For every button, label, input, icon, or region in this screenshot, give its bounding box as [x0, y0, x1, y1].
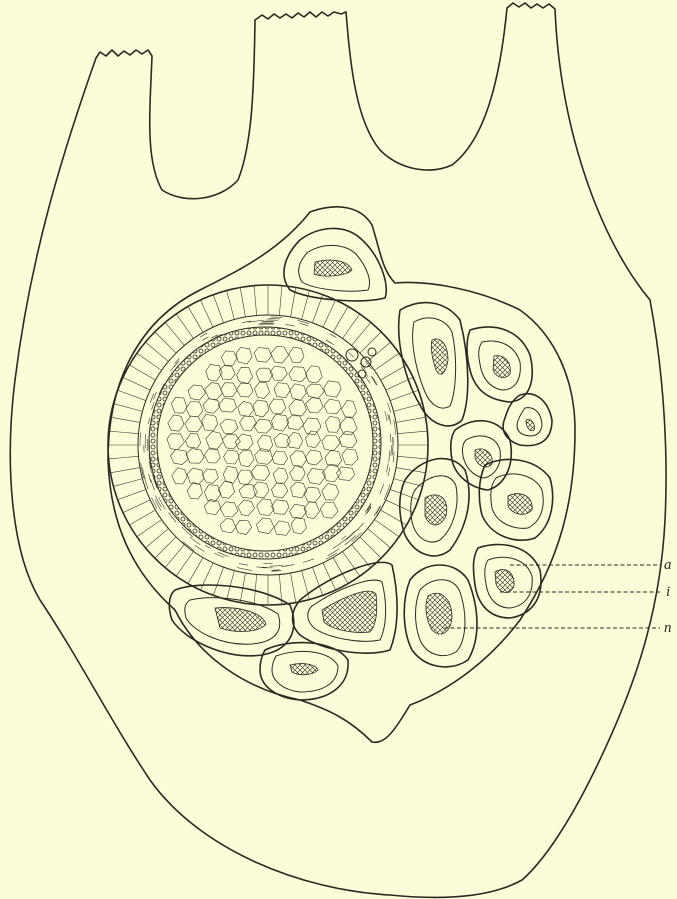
fibre-zone	[140, 317, 396, 571]
vascular-bundle	[284, 228, 386, 300]
vascular-bundle	[479, 459, 552, 540]
vascular-bundle	[293, 562, 398, 653]
vascular-bundle	[467, 327, 532, 402]
label-a: a	[664, 557, 672, 573]
vascular-bundle	[169, 585, 293, 656]
central-cylinder	[108, 285, 428, 605]
vascular-bundle-n	[404, 565, 477, 667]
label-i: i	[666, 584, 670, 600]
label-n: n	[664, 620, 672, 636]
pith-cell-network	[167, 346, 358, 535]
vascular-bundle-a	[473, 544, 541, 618]
